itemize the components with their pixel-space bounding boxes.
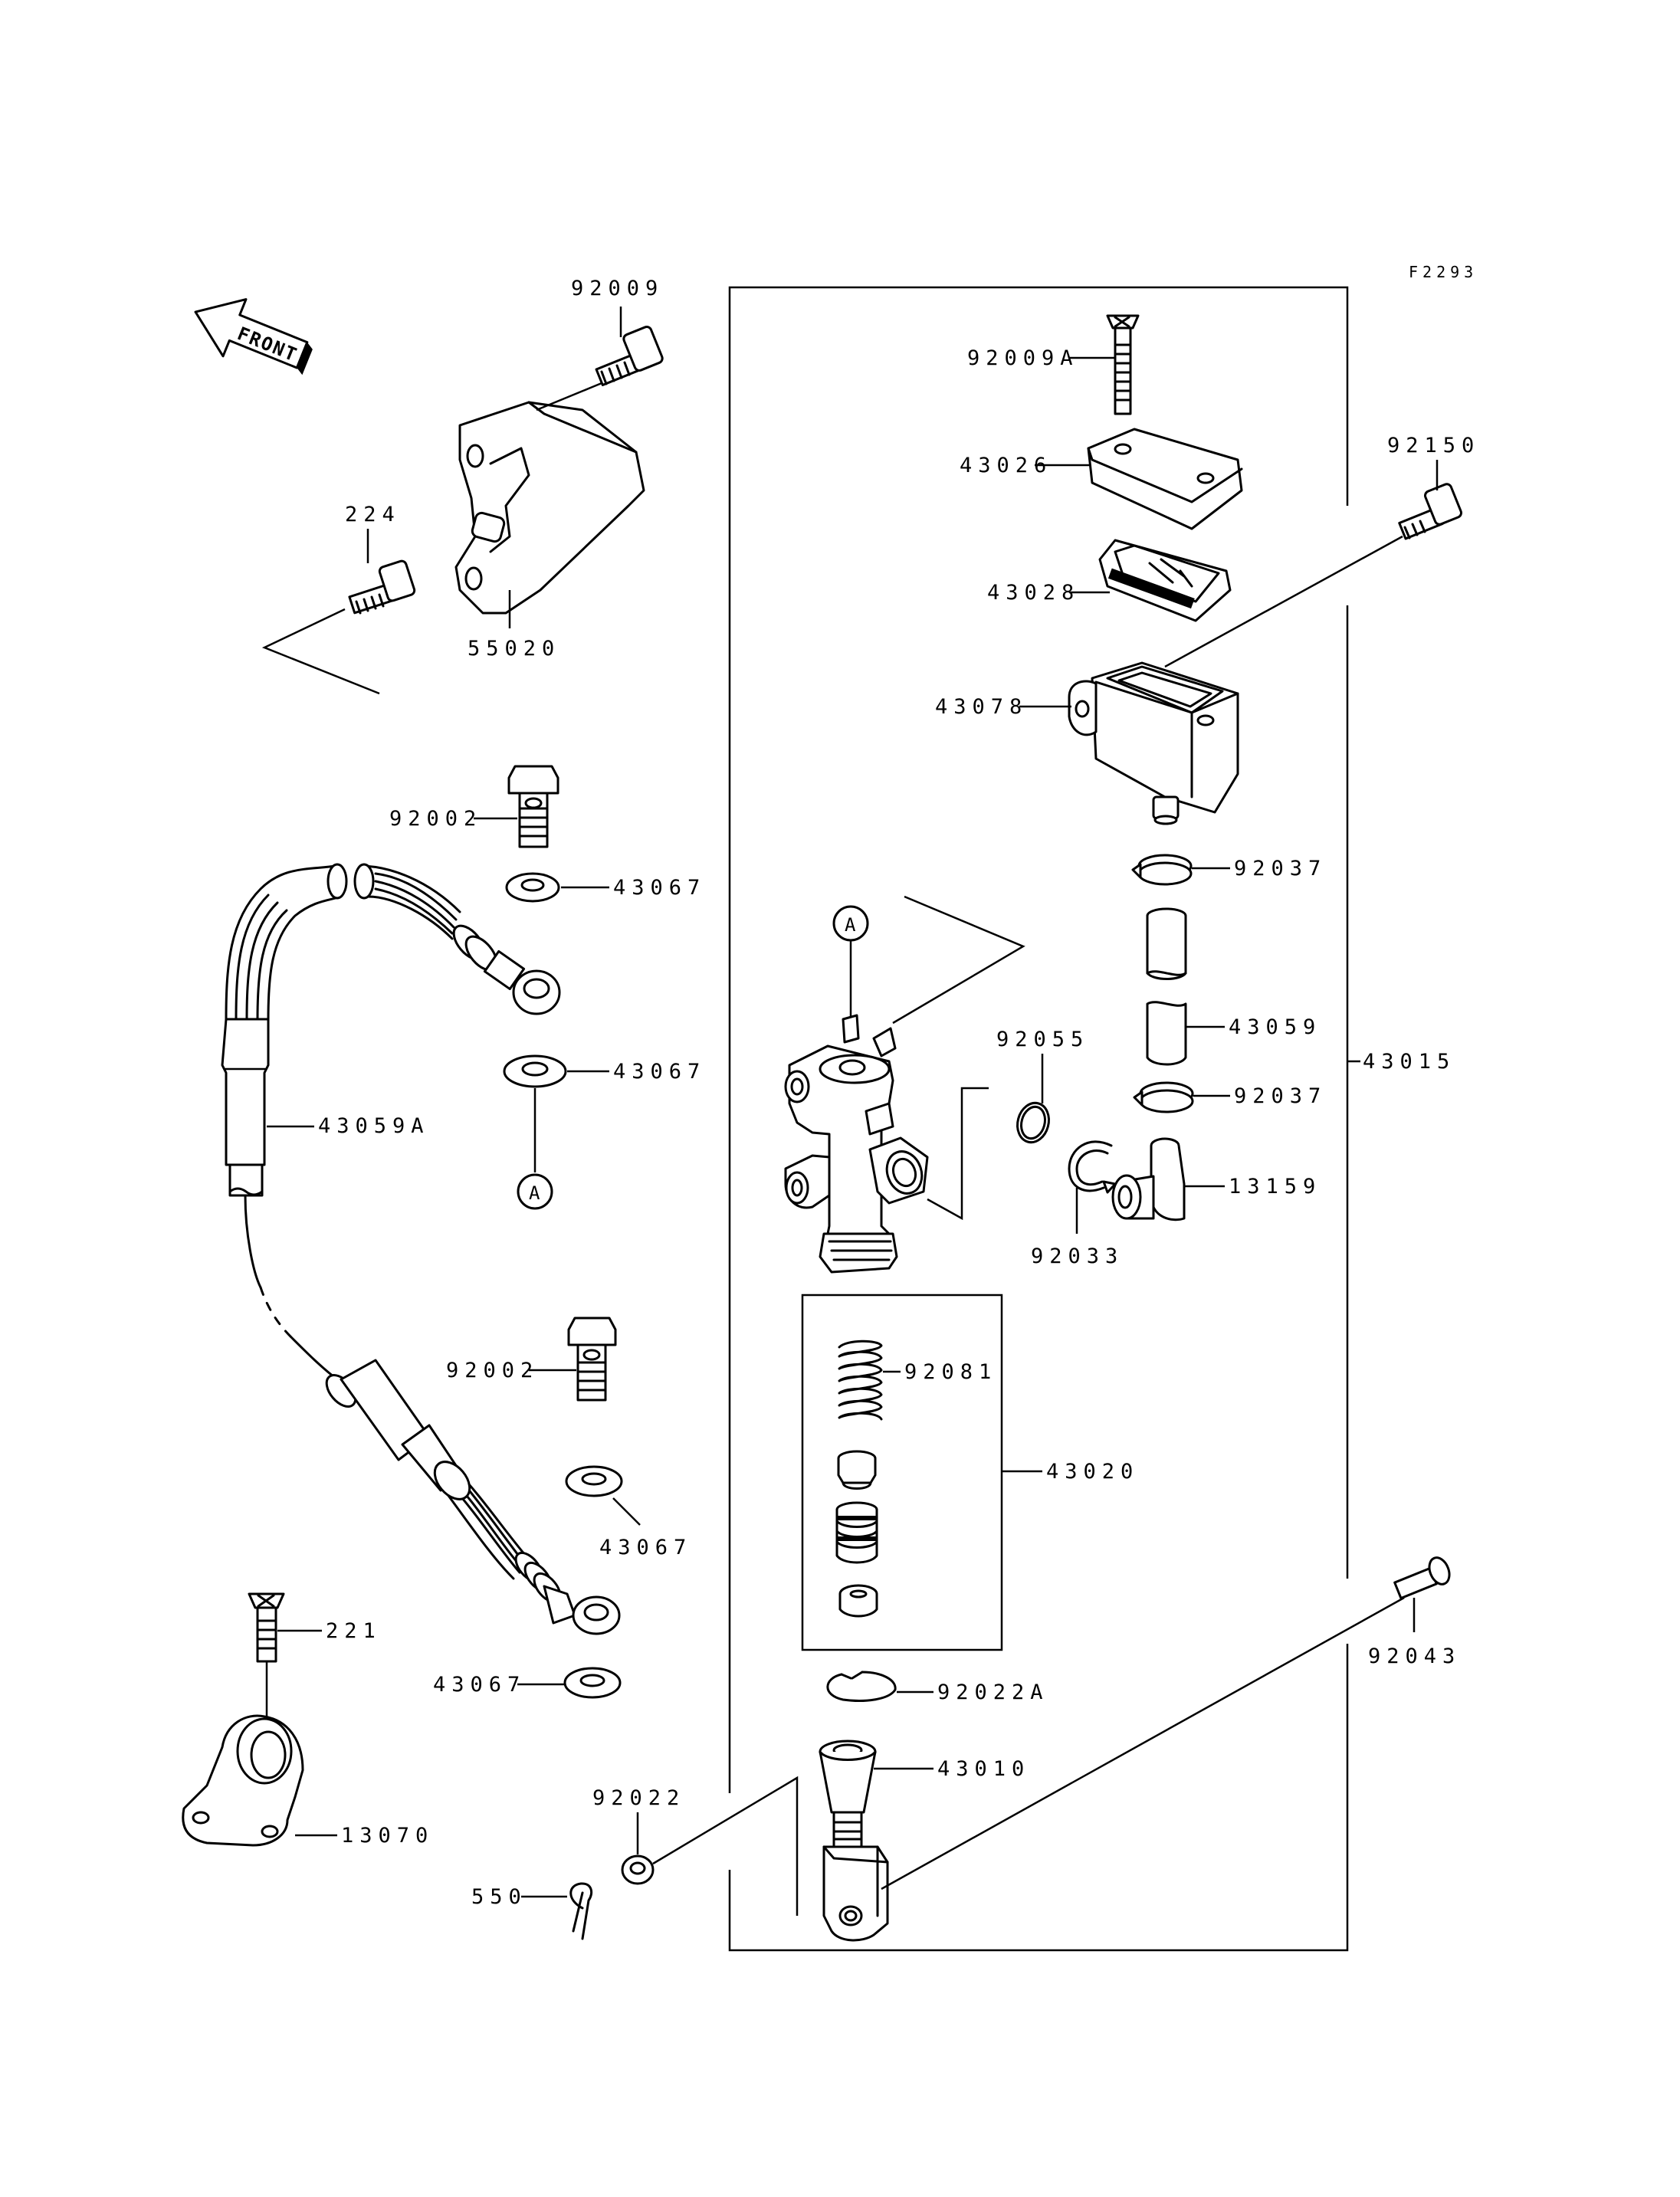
label-92033: 92033 bbox=[1031, 1244, 1124, 1268]
banjo-bolt-92002-bottom bbox=[567, 1317, 617, 1402]
label-92081: 92081 bbox=[904, 1360, 997, 1384]
label-221: 221 bbox=[326, 1619, 382, 1643]
label-43010: 43010 bbox=[937, 1757, 1030, 1781]
assembly-frame bbox=[728, 286, 1349, 1793]
label-92022: 92022 bbox=[592, 1786, 685, 1810]
washer-43067-2 bbox=[503, 1054, 567, 1088]
bolt-92150 bbox=[1398, 483, 1462, 540]
label-13159: 13159 bbox=[1229, 1175, 1321, 1199]
circlip-92022A bbox=[826, 1671, 897, 1702]
label-92037-2: 92037 bbox=[1234, 1084, 1327, 1108]
label-92037-1: 92037 bbox=[1234, 857, 1327, 880]
label-55020: 55020 bbox=[468, 637, 560, 661]
label-43059A: 43059A bbox=[318, 1114, 430, 1138]
label-92022A: 92022A bbox=[937, 1681, 1049, 1704]
ref-marker-a-right-label: A bbox=[845, 914, 856, 936]
label-92009A: 92009A bbox=[967, 346, 1079, 370]
label-13070: 13070 bbox=[341, 1824, 434, 1848]
hose-clip-92037-2 bbox=[1133, 1081, 1194, 1113]
push-rod-43010 bbox=[819, 1740, 889, 1942]
banjo-bolt-92002-top bbox=[507, 765, 559, 848]
hose-clip-92037-1 bbox=[1131, 854, 1193, 886]
circlip-92033 bbox=[1068, 1140, 1117, 1194]
label-43059: 43059 bbox=[1229, 1015, 1321, 1039]
label-43028: 43028 bbox=[987, 581, 1080, 605]
ref-marker-a-left bbox=[517, 1173, 553, 1210]
washer-92022 bbox=[621, 1854, 655, 1885]
o-ring-92055 bbox=[1016, 1101, 1050, 1144]
assembly-frame-bottom bbox=[728, 1644, 1349, 1952]
piston bbox=[835, 1501, 878, 1564]
screw-92009A bbox=[1106, 314, 1140, 415]
secondary-cup bbox=[838, 1584, 878, 1618]
reservoir-hose-43059 bbox=[1146, 907, 1187, 1066]
label-550: 550 bbox=[471, 1885, 527, 1909]
label-92009: 92009 bbox=[571, 277, 664, 300]
label-43067-3: 43067 bbox=[599, 1536, 692, 1559]
brake-hose-43059A bbox=[221, 863, 561, 1197]
label-224: 224 bbox=[345, 503, 401, 526]
master-cylinder-body bbox=[784, 1014, 929, 1274]
cap-43026 bbox=[1087, 428, 1243, 530]
bolt-224 bbox=[348, 559, 416, 615]
pin-92043 bbox=[1393, 1556, 1451, 1600]
bolt-92009 bbox=[595, 326, 664, 386]
ref-marker-a-left-label: A bbox=[529, 1182, 540, 1204]
label-43020: 43020 bbox=[1046, 1460, 1139, 1484]
piston-cup bbox=[837, 1450, 877, 1490]
label-92043: 92043 bbox=[1368, 1644, 1461, 1668]
label-92150: 92150 bbox=[1387, 434, 1480, 457]
washer-43067-3 bbox=[565, 1465, 623, 1497]
elbow-13159 bbox=[1111, 1137, 1186, 1221]
brake-hose-lower bbox=[325, 1359, 621, 1635]
label-43067-2: 43067 bbox=[613, 1060, 706, 1084]
figure-code: F2293 bbox=[1409, 263, 1478, 281]
screw-221 bbox=[248, 1592, 285, 1663]
label-43015: 43015 bbox=[1363, 1050, 1455, 1074]
washer-43067-1 bbox=[505, 872, 560, 903]
label-92055: 92055 bbox=[996, 1028, 1089, 1051]
subassembly-frame bbox=[801, 1294, 1003, 1651]
clamp-13070 bbox=[182, 1714, 304, 1847]
front-arrow-icon: FRONT bbox=[194, 298, 313, 375]
label-43067-1: 43067 bbox=[613, 876, 706, 900]
cotter-pin-550 bbox=[569, 1882, 593, 1940]
label-92002-bottom: 92002 bbox=[446, 1359, 539, 1382]
label-43078: 43078 bbox=[935, 695, 1028, 719]
label-92002-top: 92002 bbox=[389, 807, 482, 831]
washer-43067-4 bbox=[563, 1667, 622, 1699]
spring-92081 bbox=[838, 1340, 883, 1421]
diaphragm-43028 bbox=[1098, 539, 1232, 622]
label-43026: 43026 bbox=[960, 454, 1052, 477]
label-43067-4: 43067 bbox=[433, 1673, 526, 1697]
reservoir-43078 bbox=[1068, 661, 1239, 825]
bracket-55020 bbox=[454, 401, 645, 615]
